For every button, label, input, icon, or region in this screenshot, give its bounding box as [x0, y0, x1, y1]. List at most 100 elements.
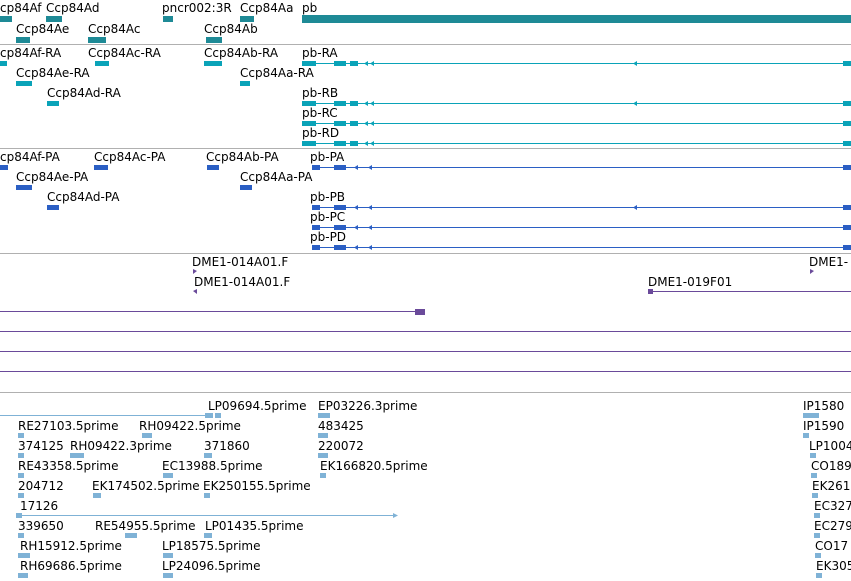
transcript-label[interactable]: pb-RC	[302, 106, 338, 120]
est-glyph[interactable]	[318, 413, 330, 418]
est-label[interactable]: RH09422.3prime	[70, 439, 172, 453]
gene-glyph[interactable]	[16, 37, 30, 43]
est-glyph[interactable]	[70, 453, 84, 458]
gene-label[interactable]: pncr002:3R	[162, 1, 232, 15]
protein-glyph[interactable]	[0, 165, 8, 170]
est-glyph[interactable]	[163, 553, 173, 558]
est-glyph[interactable]	[816, 573, 822, 578]
gene-glyph[interactable]	[206, 37, 222, 43]
est-label[interactable]: EC327	[814, 499, 851, 513]
est-glyph[interactable]	[810, 453, 816, 458]
est-glyph[interactable]	[163, 573, 173, 578]
est-glyph[interactable]	[18, 493, 24, 498]
est-label[interactable]: EK250155.5prime	[203, 479, 311, 493]
est-label[interactable]: RH15912.5prime	[20, 539, 122, 553]
clone-end-marker[interactable]	[810, 269, 814, 274]
est-label[interactable]: EK261	[812, 479, 851, 493]
clone-end-marker[interactable]	[193, 289, 197, 294]
est-label[interactable]: LP09694.5prime	[208, 399, 307, 413]
est-glyph[interactable]	[18, 533, 24, 538]
est-glyph[interactable]	[204, 493, 210, 498]
protein-glyph[interactable]	[16, 185, 32, 190]
protein-label[interactable]: Ccp84Ae-PA	[16, 170, 89, 184]
est-label[interactable]: LP24096.5prime	[162, 559, 261, 573]
protein-label[interactable]: Ccp84Ab-PA	[206, 150, 279, 164]
transcript-glyph[interactable]	[204, 61, 222, 66]
est-label[interactable]: IP1580	[803, 399, 845, 413]
transcript-label[interactable]: Ccp84Ab-RA	[204, 46, 279, 60]
protein-structure-pb-pb[interactable]	[312, 205, 851, 210]
protein-label[interactable]: Ccp84Aa-PA	[240, 170, 313, 184]
est-label[interactable]: EP03226.3prime	[318, 399, 418, 413]
gene-glyph-pb[interactable]	[302, 15, 851, 23]
clone-end-marker[interactable]	[193, 269, 197, 274]
est-label[interactable]: RE54955.5prime	[95, 519, 196, 533]
est-glyph[interactable]	[163, 473, 173, 478]
est-label[interactable]: LP18575.5prime	[162, 539, 261, 553]
est-label[interactable]: RH09422.5prime	[139, 419, 241, 433]
protein-label[interactable]: Ccp84Ad-PA	[47, 190, 120, 204]
transcript-structure-pb-rd[interactable]	[302, 141, 851, 146]
gene-glyph[interactable]	[46, 16, 62, 22]
transcript-glyph[interactable]	[16, 81, 32, 86]
gene-label[interactable]: Ccp84Ae	[16, 22, 70, 36]
est-glyph[interactable]	[93, 493, 101, 498]
est-glyph[interactable]	[215, 413, 221, 418]
gene-label[interactable]: Ccp84Aa	[240, 1, 294, 15]
gene-label[interactable]: pb	[302, 1, 318, 15]
est-label[interactable]: 374125	[18, 439, 64, 453]
protein-structure-pb-pa[interactable]	[312, 165, 851, 170]
transcript-label[interactable]: Ccp84Aa-RA	[240, 66, 314, 80]
est-label[interactable]: EC279	[814, 519, 851, 533]
est-glyph[interactable]	[814, 513, 820, 518]
est-label[interactable]: CO189	[811, 459, 851, 473]
est-glyph[interactable]	[803, 433, 809, 438]
clone-label[interactable]: DME1-	[809, 255, 849, 269]
gene-label[interactable]: Ccp84Ab	[204, 22, 258, 36]
protein-structure-pb-pd[interactable]	[312, 245, 851, 250]
est-glyph[interactable]	[142, 433, 152, 438]
transcript-label[interactable]: pb-RD	[302, 126, 340, 140]
est-label[interactable]: 371860	[204, 439, 250, 453]
est-glyph[interactable]	[815, 553, 821, 558]
est-glyph[interactable]	[205, 413, 213, 418]
est-glyph[interactable]	[811, 473, 817, 478]
transcript-glyph[interactable]	[240, 81, 250, 86]
gene-glyph[interactable]	[88, 37, 106, 43]
protein-label[interactable]: Ccp84Ac-PA	[94, 150, 166, 164]
est-glyph[interactable]	[814, 533, 820, 538]
protein-glyph[interactable]	[240, 185, 252, 190]
protein-glyph[interactable]	[47, 205, 59, 210]
transcript-label[interactable]: cp84Af-RA	[0, 46, 62, 60]
est-label[interactable]: EC13988.5prime	[162, 459, 263, 473]
gene-glyph[interactable]	[240, 16, 254, 22]
clone-feature[interactable]	[648, 289, 851, 294]
est-label[interactable]: LP01435.5prime	[205, 519, 304, 533]
protein-glyph[interactable]	[207, 165, 219, 170]
est-label[interactable]: EK305	[816, 559, 851, 573]
est-glyph[interactable]	[204, 453, 212, 458]
gene-label[interactable]: Ccp84Ac	[88, 22, 141, 36]
protein-label[interactable]: pb-PA	[310, 150, 345, 164]
est-label[interactable]: EK174502.5prime	[92, 479, 200, 493]
gene-glyph[interactable]	[0, 16, 12, 22]
transcript-label[interactable]: Ccp84Ae-RA	[16, 66, 90, 80]
transcript-structure-pb-ra[interactable]	[302, 61, 851, 66]
protein-glyph[interactable]	[94, 165, 108, 170]
est-label[interactable]: IP1590	[803, 419, 845, 433]
est-label[interactable]: RE43358.5prime	[18, 459, 119, 473]
transcript-label[interactable]: Ccp84Ac-RA	[88, 46, 161, 60]
transcript-structure-pb-rc[interactable]	[302, 121, 851, 126]
est-label[interactable]: RH69686.5prime	[20, 559, 122, 573]
transcript-label[interactable]: pb-RB	[302, 86, 339, 100]
est-glyph[interactable]	[318, 453, 328, 458]
transcript-glyph[interactable]	[47, 101, 59, 106]
est-glyph[interactable]	[18, 453, 24, 458]
clone-label[interactable]: DME1-019F01	[648, 275, 733, 289]
est-glyph[interactable]	[204, 533, 212, 538]
est-glyph[interactable]	[18, 573, 28, 578]
est-label[interactable]: 483425	[318, 419, 364, 433]
transcript-label[interactable]: Ccp84Ad-RA	[47, 86, 121, 100]
clone-label[interactable]: DME1-014A01.F	[192, 255, 289, 269]
est-span-feature[interactable]	[16, 513, 398, 518]
